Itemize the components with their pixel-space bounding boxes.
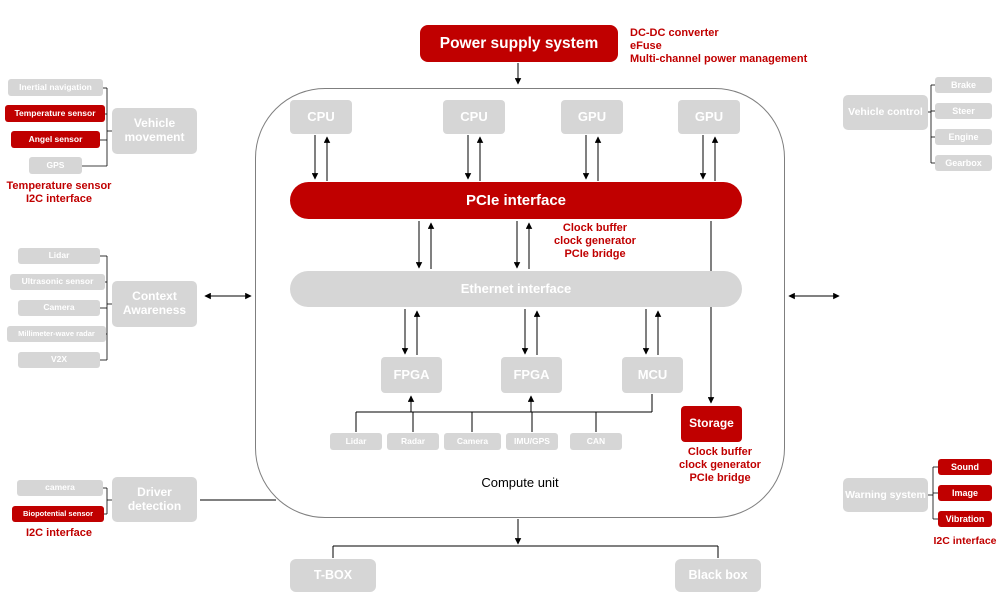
note-line: I2C interface [25,192,93,205]
sensor-camera: Camera [18,300,100,316]
ethernet-interface-bar: Ethernet interface [290,271,742,307]
power-note-line: Multi-channel power management [630,52,808,65]
storage-note-line: PCIe bridge [689,471,751,484]
compute-unit-label: Compute unit [481,475,559,490]
io-port-radar: Radar [387,433,439,450]
storage-note-line: Clock buffer [687,446,753,458]
note-line: I2C interface [933,535,997,547]
power-supply-box: Power supply system [420,25,618,62]
vehicle-movement-box: Vehicle movement [112,108,197,154]
pcie-interface-bar: PCIe interface [290,182,742,219]
sensor-v2x: V2X [18,352,100,368]
io-port-lidar: Lidar [330,433,382,450]
pcie-notes: Clock buffer clock generator PCIe bridge [520,222,670,261]
io-port-can: CAN [570,433,622,450]
sensor-driver-camera: camera [17,480,103,496]
context-awareness-box: Context Awareness [112,281,197,327]
sensor-ultrasonic: Ultrasonic sensor [10,274,105,290]
driver-detection-box: Driver detection [112,477,197,522]
vehicle-control-box: Vehicle control [843,95,928,130]
vehicle-movement-notes: Temperature sensor I2C interface [0,180,118,206]
warning-image: Image [938,485,992,501]
mcu-box: MCU [622,357,683,393]
actuator-steer: Steer [935,103,992,119]
tbox-box: T-BOX [290,559,376,592]
driver-detection-notes: I2C interface [0,527,118,540]
gpu-box-1: GPU [561,100,623,134]
pcie-note-line: Clock buffer [562,222,628,234]
power-supply-notes: DC-DC converter eFuse Multi-channel powe… [630,27,870,66]
io-port-camera: Camera [444,433,501,450]
storage-box: Storage [681,406,742,442]
fpga-box-2: FPGA [501,357,562,393]
sensor-biopotential: Biopotential sensor [12,506,104,522]
storage-notes: Clock buffer clock generator PCIe bridge [645,446,795,485]
sensor-gps: GPS [29,157,82,174]
sensor-millimeter-wave-radar: Millimeter-wave radar [7,326,106,342]
warning-system-notes: I2C interface [925,535,1000,547]
sensor-temperature: Temperature sensor [5,105,105,122]
cpu-box-1: CPU [290,100,352,134]
power-note-line: eFuse [630,39,662,52]
pcie-note-line: PCIe bridge [564,247,626,260]
storage-note-line: clock generator [679,458,761,471]
warning-system-box: Warning system [843,478,928,512]
gpu-box-2: GPU [678,100,740,134]
compute-unit-outline [255,88,785,518]
note-line: Temperature sensor [6,180,112,192]
sensor-inertial-navigation: Inertial navigation [8,79,103,96]
warning-sound: Sound [938,459,992,475]
pcie-note-line: clock generator [554,234,636,247]
actuator-engine: Engine [935,129,992,145]
io-port-imu-gps: IMU/GPS [506,433,558,450]
power-note-line: DC-DC converter [630,27,719,39]
black-box-box: Black box [675,559,761,592]
note-line: I2C interface [25,527,93,539]
fpga-box-1: FPGA [381,357,442,393]
actuator-brake: Brake [935,77,992,93]
actuator-gearbox: Gearbox [935,155,992,171]
sensor-lidar: Lidar [18,248,100,264]
sensor-angel: Angel sensor [11,131,100,148]
warning-vibration: Vibration [938,511,992,527]
cpu-box-2: CPU [443,100,505,134]
